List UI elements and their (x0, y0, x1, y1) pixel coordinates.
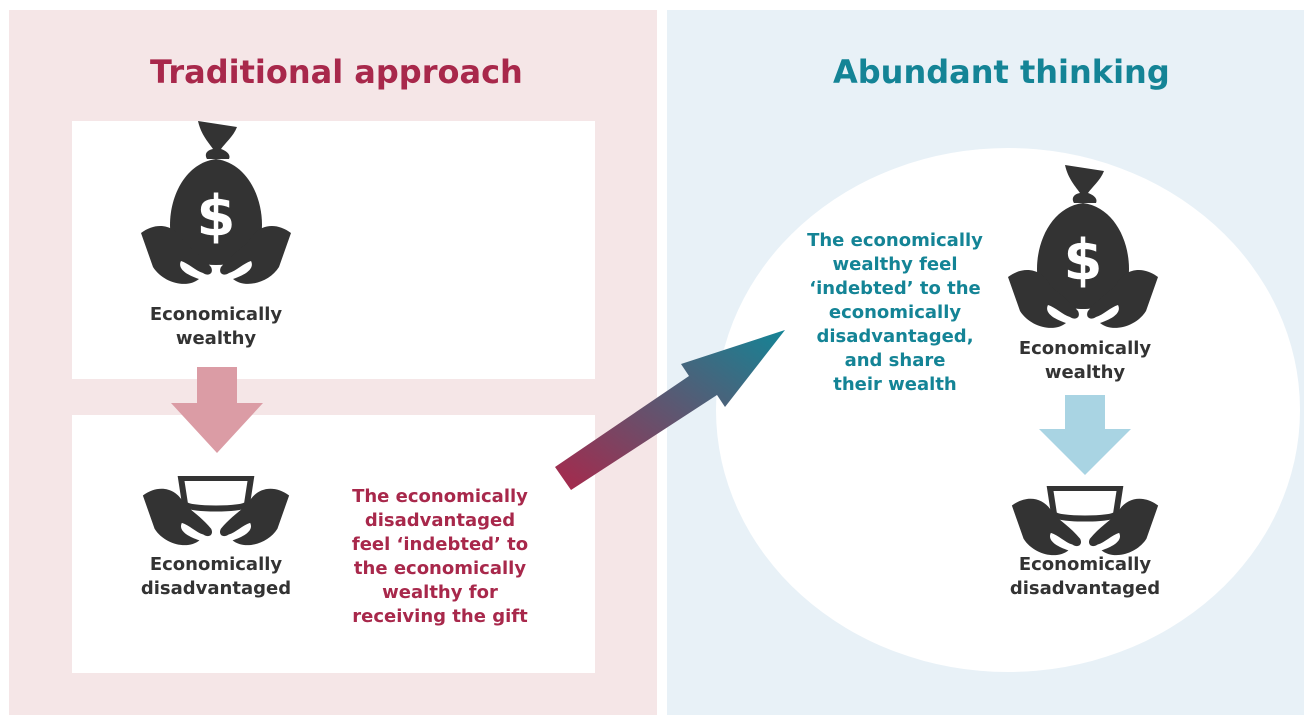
abundant-note-line: and share (844, 350, 946, 371)
traditional-note-line: wealthy for (382, 582, 498, 603)
abundant-disadvantaged-label: Economically disadvantaged (985, 553, 1185, 601)
abundant-note: The economically wealthy feel ‘indebted’… (790, 229, 1000, 397)
abundant-note-line: wealthy feel (832, 254, 958, 275)
abundant-wealthy-label-line-2: wealthy (1044, 362, 1126, 383)
abundant-thinking-circle (716, 148, 1300, 672)
traditional-down-arrow (171, 367, 263, 453)
traditional-note-line: receiving the gift (352, 606, 528, 627)
traditional-approach-title: Traditional approach (150, 53, 523, 91)
traditional-wealthy-label-line-1: Economically (149, 304, 283, 325)
abundant-disadvantaged-label-line-2: disadvantaged (1009, 578, 1161, 599)
money-bag-hands-icon: $ (141, 121, 291, 291)
dollar-sign-icon: $ (197, 184, 236, 249)
abundant-note-line: their wealth (833, 374, 957, 395)
money-bag-hands-icon: $ (1008, 165, 1158, 335)
abundant-wealthy-label-line-1: Economically (1018, 338, 1152, 359)
traditional-disadvantaged-label-line-2: disadvantaged (140, 578, 292, 599)
abundant-note-line: disadvantaged, (816, 326, 974, 347)
traditional-wealthy-label: Economically wealthy (116, 303, 316, 351)
traditional-note-line: the economically (353, 558, 527, 579)
abundant-note-line: ‘indebted’ to the (809, 278, 981, 299)
abundant-down-arrow (1039, 395, 1131, 475)
traditional-disadvantaged-label-line-1: Economically (149, 554, 283, 575)
abundant-note-line: economically (828, 302, 962, 323)
traditional-wealthy-label-line-2: wealthy (175, 328, 257, 349)
abundant-disadvantaged-label-line-1: Economically (1018, 554, 1152, 575)
traditional-note-line: feel ‘indebted’ to (351, 534, 529, 555)
abundant-note-line: The economically (807, 230, 983, 251)
traditional-note-line: disadvantaged (364, 510, 516, 531)
empty-bowl-hands-icon (141, 476, 291, 556)
transition-arrow (555, 330, 785, 490)
traditional-disadvantaged-box (72, 415, 595, 673)
traditional-disadvantaged-label: Economically disadvantaged (116, 553, 316, 601)
traditional-note-line: The economically (352, 486, 528, 507)
abundant-wealthy-label: Economically wealthy (985, 337, 1185, 385)
dollar-sign-icon: $ (1064, 228, 1103, 293)
abundant-thinking-title: Abundant thinking (833, 53, 1170, 91)
traditional-note: The economically disadvantaged feel ‘ind… (330, 485, 550, 629)
